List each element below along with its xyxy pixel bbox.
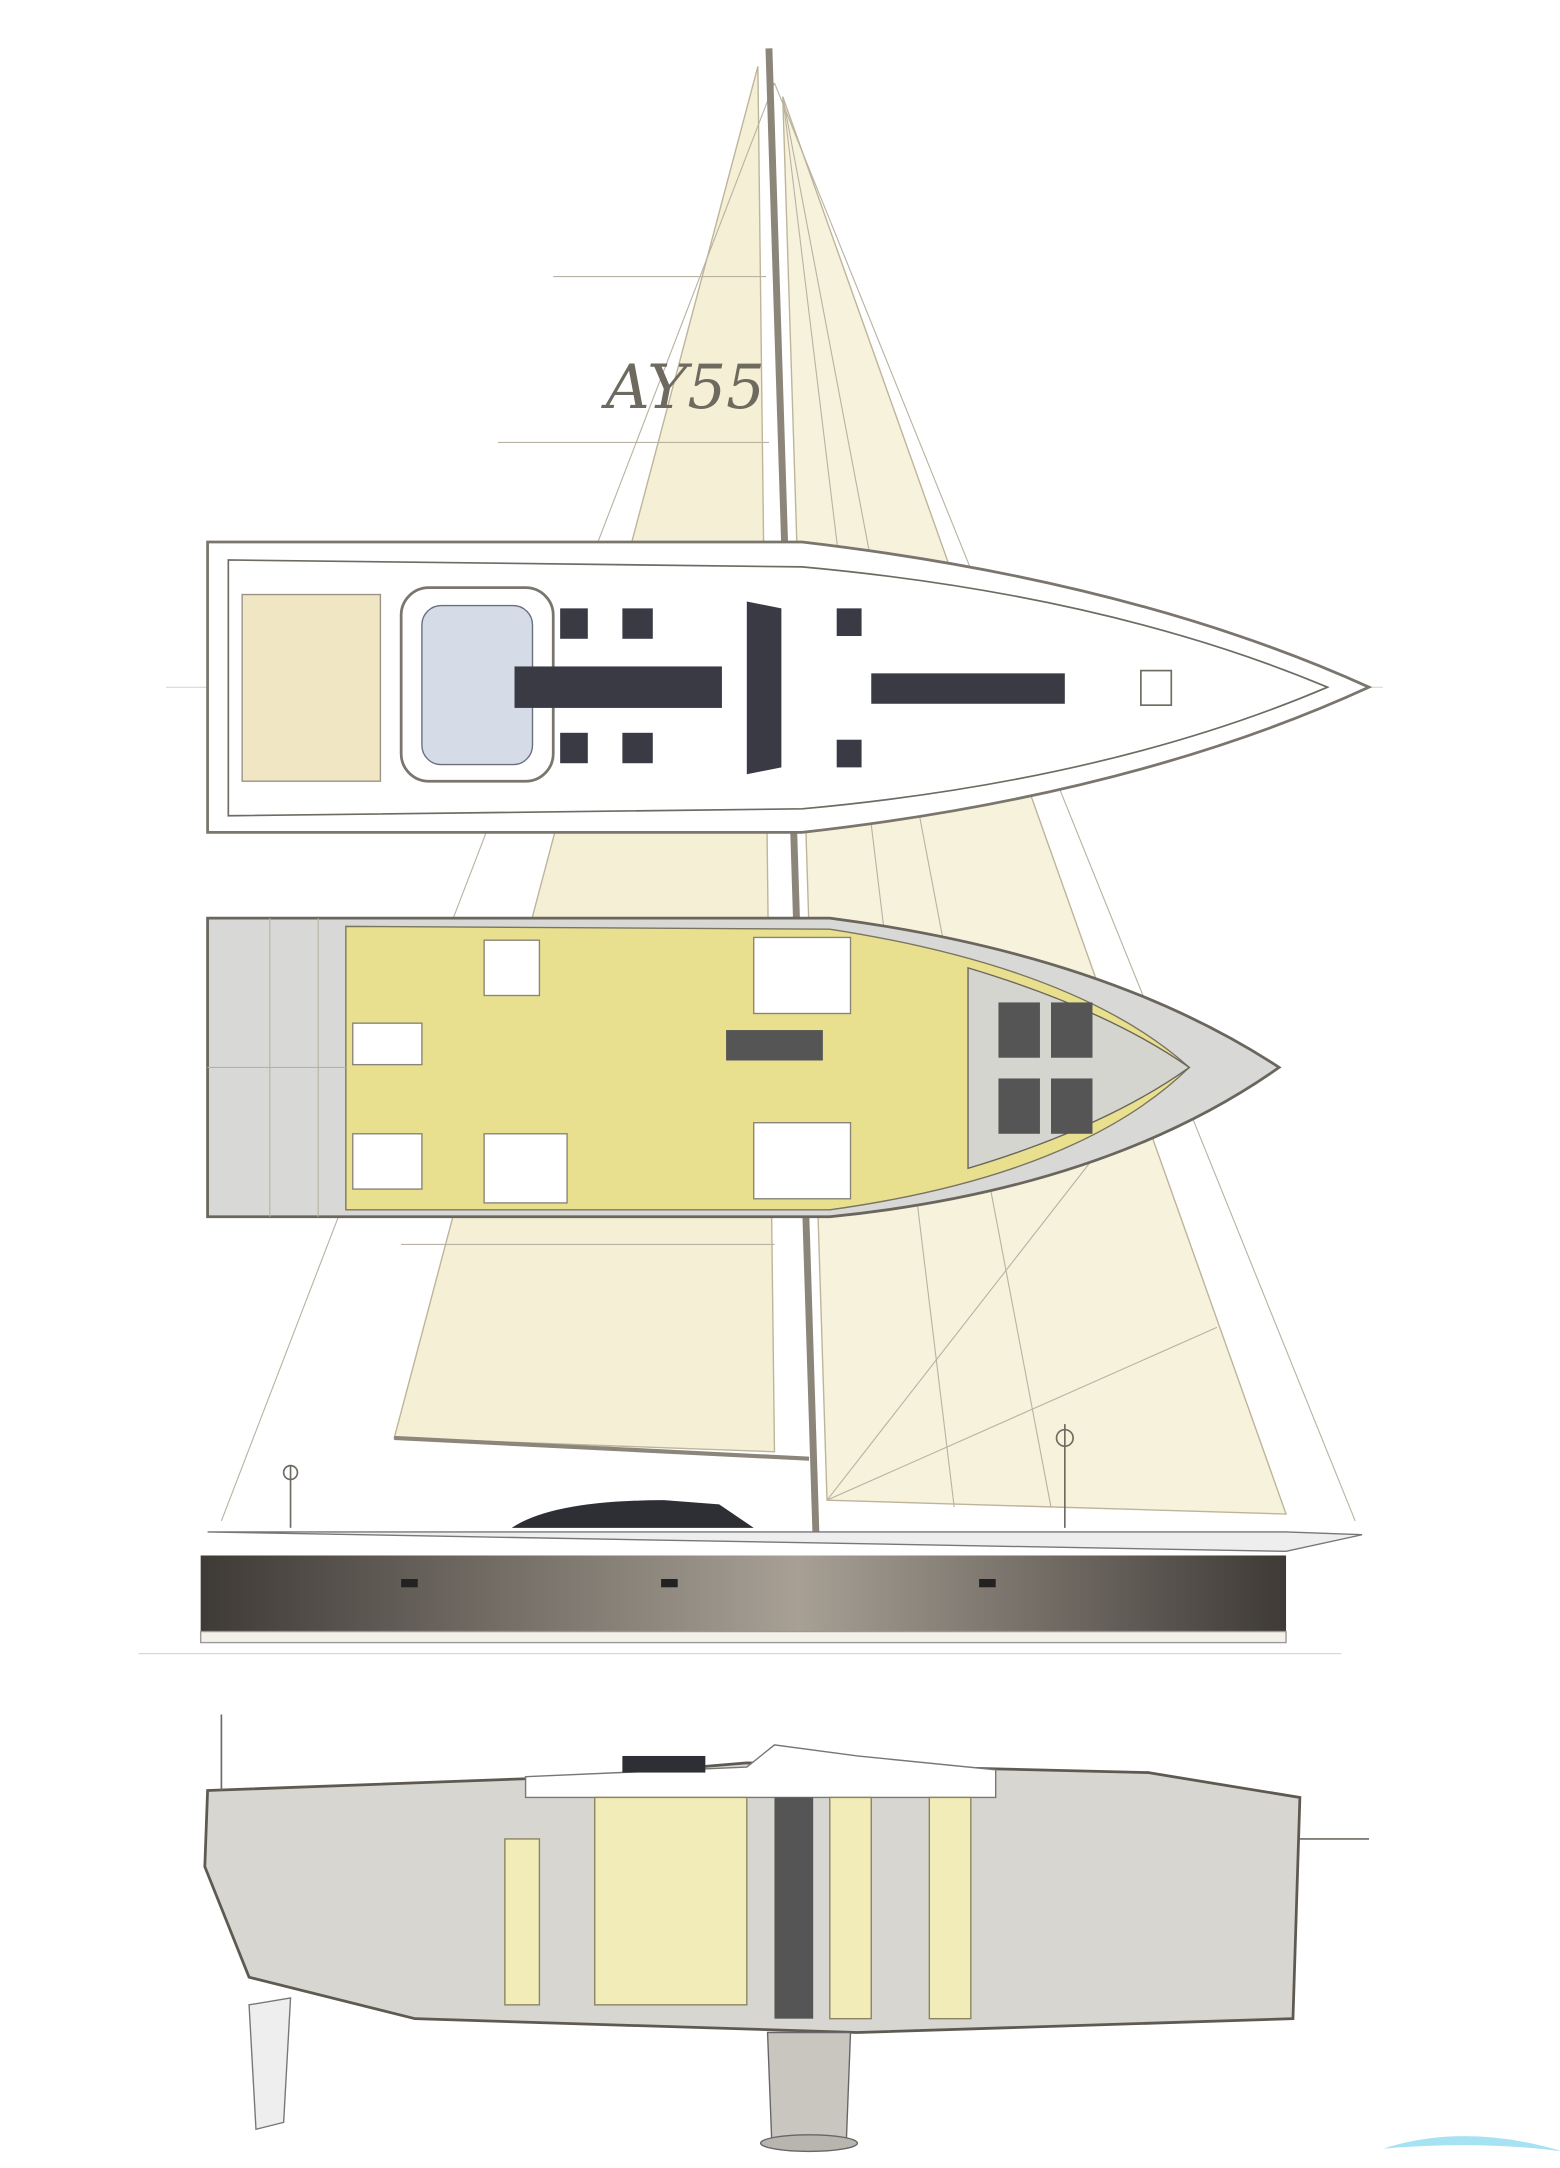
deck-plan <box>166 540 1383 834</box>
sail-number: AY55 <box>601 353 765 423</box>
rudder <box>248 1997 292 2131</box>
watermark-logo <box>1382 2136 1560 2152</box>
interior-layout <box>206 916 1282 1219</box>
boom <box>394 1435 810 1461</box>
hull-topsides <box>200 1555 1287 1632</box>
profile-view <box>138 1424 1363 1655</box>
section-view <box>203 1714 1370 2153</box>
keel <box>766 2031 852 2142</box>
